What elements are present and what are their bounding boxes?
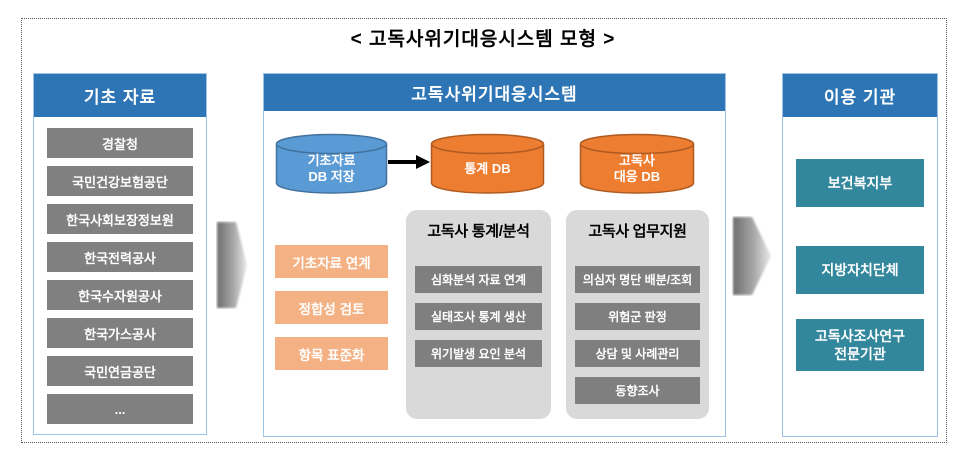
stats-item-deep-analysis-link: 심화분석 자료 연계 [415, 266, 542, 293]
stats-analysis-group: 고독사 통계/분석 심화분석 자료 연계 실태조사 통계 생산 위기발생 요인 … [406, 210, 551, 419]
cylinder-stats-db-label: 통계 DB [464, 160, 511, 176]
process-box-item-standardization: 항목 표준화 [275, 337, 388, 370]
source-item-ssis: 한국사회보장정보원 [47, 204, 193, 234]
user-org-local-gov: 지방자치단체 [796, 246, 924, 294]
work-support-group: 고독사 업무지원 의심자 명단 배분/조회 위험군 판정 상담 및 사례관리 동… [566, 210, 709, 419]
support-item-suspect-list: 의심자 명단 배분/조회 [575, 266, 700, 293]
source-data-header: 기초 자료 [34, 74, 206, 117]
source-data-list: 경찰청 국민건강보험공단 한국사회보장정보원 한국전력공사 한국수자원공사 한국… [34, 117, 206, 424]
user-org-research-institute: 고독사조사연구 전문기관 [796, 319, 924, 371]
user-org-mohw: 보건복지부 [796, 159, 924, 207]
chevron-right-icon [217, 222, 247, 308]
stats-analysis-group-title: 고독사 통계/분석 [427, 223, 530, 240]
cylinder-basic-data-db-label: 기초자료 DB 저장 [307, 152, 356, 184]
stats-item-crisis-factor-analysis: 위기발생 요인 분석 [415, 340, 542, 367]
chevron-right-icon [733, 217, 771, 295]
source-item-kwater: 한국수자원공사 [47, 280, 193, 310]
source-item-kogas: 한국가스공사 [47, 318, 193, 348]
source-item-kepco: 한국전력공사 [47, 242, 193, 272]
process-box-data-link: 기초자료 연계 [275, 245, 388, 278]
cylinder-response-db-label: 고독사 대응 DB [613, 152, 661, 184]
database-cylinder-icon [430, 133, 545, 194]
database-cylinder-icon [579, 133, 695, 194]
cylinder-basic-data-db: 기초자료 DB 저장 [275, 133, 388, 195]
work-support-items: 의심자 명단 배분/조회 위험군 판정 상담 및 사례관리 동향조사 [575, 266, 700, 404]
support-item-counsel-case-mgmt: 상담 및 사례관리 [575, 340, 700, 367]
work-support-group-title: 고독사 업무지원 [588, 223, 687, 240]
diagram-frame [21, 18, 947, 443]
cylinder-response-db: 고독사 대응 DB [579, 133, 695, 195]
support-item-trend-survey: 동향조사 [575, 377, 700, 404]
user-orgs-panel: 이용 기관 보건복지부 지방자치단체 고독사조사연구 전문기관 [782, 73, 938, 437]
stats-analysis-items: 심화분석 자료 연계 실태조사 통계 생산 위기발생 요인 분석 [415, 266, 542, 367]
source-item-ellipsis: ... [47, 394, 193, 424]
user-orgs-header: 이용 기관 [783, 74, 937, 117]
diagram-title: < 고독사위기대응시스템 모형 > [350, 29, 616, 50]
system-panel: 고독사위기대응시스템 기초자료 DB 저장 통계 DB 고독사 대응 DB 기초… [263, 73, 726, 437]
process-box-consistency-check: 정합성 검토 [275, 291, 388, 324]
source-item-police: 경찰청 [47, 128, 193, 158]
stats-item-survey-statistics: 실태조사 통계 생산 [415, 303, 542, 330]
source-item-nhis: 국민건강보험공단 [47, 166, 193, 196]
source-item-nps: 국민연금공단 [47, 356, 193, 386]
cylinder-stats-db: 통계 DB [430, 133, 545, 195]
system-header: 고독사위기대응시스템 [264, 74, 725, 111]
source-data-panel: 기초 자료 경찰청 국민건강보험공단 한국사회보장정보원 한국전력공사 한국수자… [33, 73, 207, 435]
database-cylinder-icon [275, 133, 388, 194]
support-item-risk-group-judgement: 위험군 판정 [575, 303, 700, 330]
flow-arrow-icon [388, 155, 430, 169]
